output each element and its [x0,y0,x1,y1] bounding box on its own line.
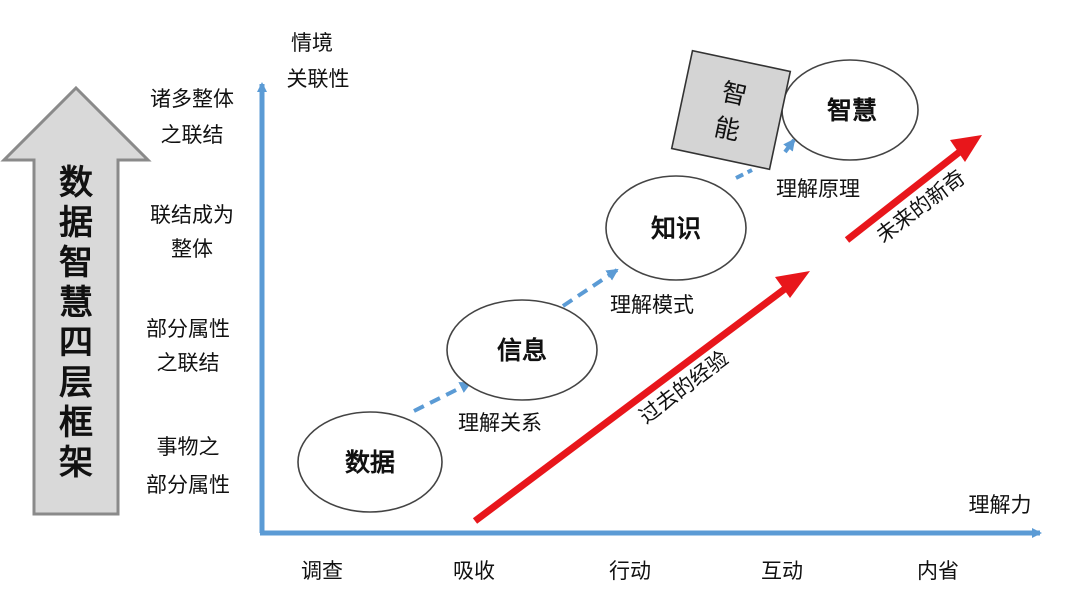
node-knowledge [605,175,747,281]
understand-pattern-label: 理解模式 [610,293,694,317]
past-experience-arrowhead [775,271,810,298]
node-wisdom-label: 智慧 [827,96,877,125]
x-tick-label: 行动 [609,559,651,583]
framework-title-char: 据 [59,203,93,243]
node-intelligence-char: 能 [712,112,742,146]
transition-arrow [413,381,472,413]
framework-title-char: 四 [59,323,93,363]
framework-up-arrow [0,85,152,516]
transition-arrow [735,168,753,180]
y-axis-label: 关联性 [287,67,350,91]
y-level-label: 联结成为 [150,203,234,227]
y-level-label: 诸多整体 [150,87,234,111]
future-novelty-arrow-line [844,147,965,243]
transition-arrow [561,268,619,308]
y-axis-label: 情境 [291,31,333,55]
framework-title-char: 框 [59,403,93,443]
node-data [297,411,443,513]
framework-title-char: 慧 [59,283,93,323]
y-level-label: 事物之 [157,435,220,459]
node-intelligence-char: 智 [719,77,749,111]
past-experience-arrow-line [472,282,793,524]
framework-title-char: 层 [59,363,93,403]
framework-title-char: 架 [59,443,93,483]
y-level-label: 部分属性 [146,473,230,497]
x-tick-label: 内省 [917,559,959,583]
understand-principle-label: 理解原理 [776,177,860,201]
y-level-label: 之联结 [157,351,220,375]
framework-title-char: 智 [59,243,93,283]
node-information-label: 信息 [497,336,547,365]
node-data-label: 数据 [345,448,395,477]
framework-title-char: 数 [59,163,93,203]
x-axis-label: 理解力 [969,493,1032,517]
y-level-label: 之联结 [161,123,224,147]
x-tick-label: 调查 [301,559,343,583]
x-tick-label: 吸收 [453,559,495,583]
node-information [446,299,598,401]
x-tick-label: 互动 [761,559,803,583]
y-level-label: 部分属性 [146,317,230,341]
future-novelty-arrowhead [950,135,982,162]
y-level-label: 整体 [171,237,213,261]
node-knowledge-label: 知识 [651,214,701,243]
understand-relation-label: 理解关系 [458,411,542,435]
node-intelligence: 智 能 [670,49,792,171]
transition-arrow [783,138,796,154]
